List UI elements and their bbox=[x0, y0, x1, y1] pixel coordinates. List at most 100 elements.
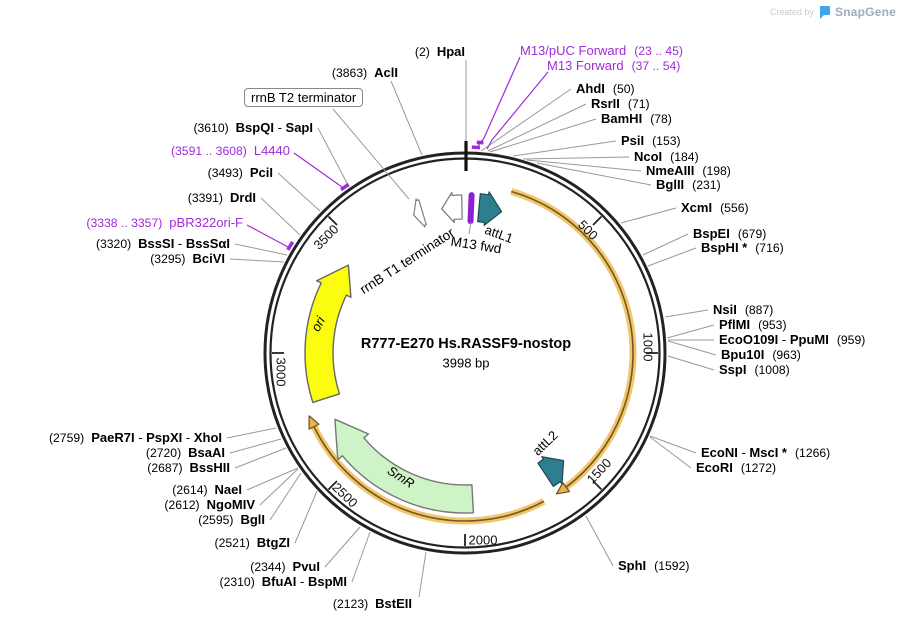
restriction-site-label: NmeAIII (198) bbox=[646, 163, 731, 179]
site-leader-line bbox=[324, 526, 361, 568]
site-name: SphI bbox=[618, 558, 647, 573]
site-name: EcoNI bbox=[701, 445, 738, 460]
site-leader-line bbox=[664, 309, 709, 318]
site-name: PciI bbox=[249, 165, 273, 180]
site-position: (2612) bbox=[164, 498, 200, 512]
site-name: BspMI bbox=[308, 574, 347, 589]
restriction-site-label: (3863)AclI bbox=[332, 65, 398, 81]
primer-label: M13 Forward(37 .. 54) bbox=[547, 58, 680, 74]
site-leader-line bbox=[246, 467, 299, 491]
orf-arc-arrowhead-2 bbox=[308, 415, 320, 430]
site-name: SapI bbox=[285, 120, 313, 135]
scale-tick bbox=[327, 480, 338, 491]
site-leader-line bbox=[666, 324, 715, 339]
site-position: (2521) bbox=[214, 536, 250, 550]
restriction-site-label: (3391)DrdI bbox=[188, 190, 256, 206]
scale-tick bbox=[592, 480, 603, 491]
site-leader-line bbox=[536, 162, 652, 186]
created-by-text: Created by bbox=[770, 7, 815, 17]
site-leader-line bbox=[259, 468, 299, 506]
site-name: HpaI bbox=[436, 44, 465, 59]
primer-range: (3591 .. 3608) bbox=[170, 144, 247, 158]
site-leader-line bbox=[418, 551, 427, 598]
site-position: (679) bbox=[737, 227, 767, 241]
orf-arc-core-1 bbox=[511, 190, 634, 488]
site-name: SspI bbox=[719, 362, 747, 377]
name-separator: - bbox=[737, 445, 750, 460]
restriction-site-label: (3610)BspQI - SapI bbox=[193, 120, 313, 136]
site-leader-line bbox=[642, 233, 689, 256]
site-position: (2595) bbox=[198, 513, 234, 527]
site-leader-line bbox=[649, 436, 692, 469]
site-position: (1272) bbox=[740, 461, 777, 475]
site-position: (2720) bbox=[145, 446, 182, 460]
site-leader-line bbox=[317, 127, 350, 188]
site-leader-line bbox=[294, 490, 318, 544]
site-name: AhdI bbox=[576, 81, 605, 96]
restriction-site-label: (3295)BciVI bbox=[150, 251, 225, 267]
site-leader-line bbox=[229, 258, 285, 263]
site-position: (2614) bbox=[172, 483, 208, 497]
primer-ring-mark bbox=[476, 140, 484, 145]
site-name: MscI * bbox=[749, 445, 787, 460]
site-leader-line bbox=[351, 531, 371, 583]
site-name: NmeAIII bbox=[646, 163, 695, 178]
site-position: (198) bbox=[702, 164, 731, 178]
site-position: (1266) bbox=[794, 446, 831, 460]
restriction-site-label: XcmI(556) bbox=[681, 200, 749, 216]
site-leader-line bbox=[229, 438, 282, 454]
primer-ring-mark bbox=[471, 145, 481, 150]
ori-arrow bbox=[304, 264, 352, 404]
restriction-site-label: RsrII(71) bbox=[591, 96, 650, 112]
site-leader-line bbox=[277, 172, 321, 212]
site-position: (963) bbox=[772, 348, 801, 362]
name-separator: - bbox=[778, 332, 790, 347]
snapgene-logo-icon bbox=[820, 5, 831, 19]
site-position: (3391) bbox=[187, 191, 223, 205]
primer-name: L4440 bbox=[253, 143, 290, 158]
site-name: BssSαI bbox=[185, 236, 230, 251]
primer-ring-mark bbox=[340, 182, 350, 192]
restriction-site-label: (3320)BssSI - BssSαI bbox=[96, 236, 230, 252]
site-position: (3863) bbox=[331, 66, 368, 80]
tick-label: 3000 bbox=[273, 357, 289, 387]
site-position: (2123) bbox=[332, 597, 369, 611]
site-name: NcoI bbox=[634, 149, 663, 164]
primer-name: pBR322ori-F bbox=[169, 215, 243, 230]
restriction-site-label: (2123) BstEII bbox=[333, 596, 412, 612]
site-position: (959) bbox=[836, 333, 866, 347]
site-name: RsrII bbox=[591, 96, 620, 111]
site-name: BspEI bbox=[693, 226, 730, 241]
site-name: PsiI bbox=[621, 133, 645, 148]
site-name: BssSI bbox=[138, 236, 175, 251]
site-name: BstEII bbox=[375, 596, 412, 611]
site-position: (78) bbox=[650, 112, 672, 126]
primer-leader-line bbox=[246, 224, 289, 248]
snapgene-brand-text: SnapGene bbox=[835, 5, 896, 19]
tick-label: 2000 bbox=[468, 532, 498, 548]
site-position: (3493) bbox=[207, 166, 243, 180]
restriction-site-label: (2720)BsaAI bbox=[146, 445, 225, 461]
rrnb-t2-arrow bbox=[413, 198, 427, 228]
primer-range: (37 .. 54) bbox=[631, 59, 681, 73]
site-name: BglII bbox=[656, 177, 685, 192]
plasmid-title: R777-E270 Hs.RASSF9-nostop bbox=[360, 336, 572, 352]
site-position: (716) bbox=[755, 241, 784, 255]
site-name: BspHI * bbox=[701, 240, 748, 255]
restriction-site-label: PflMI(953) bbox=[719, 317, 787, 333]
site-position: (2) bbox=[414, 45, 430, 59]
orf-arc-core-2 bbox=[313, 426, 545, 522]
site-leader-line bbox=[620, 207, 677, 224]
site-position: (887) bbox=[744, 303, 774, 317]
attl1-arrow bbox=[477, 191, 503, 226]
site-leader-line bbox=[647, 247, 697, 267]
site-name: PspXI bbox=[146, 430, 183, 445]
primer-label: M13/pUC Forward(23 .. 45) bbox=[520, 43, 683, 59]
site-leader-line bbox=[390, 80, 423, 156]
site-name: XcmI bbox=[681, 200, 713, 215]
site-name: BciVI bbox=[192, 251, 225, 266]
site-leader-line bbox=[269, 472, 302, 521]
restriction-site-label: (2344)PvuI bbox=[250, 559, 320, 575]
site-name: NsiI bbox=[713, 302, 737, 317]
site-leader-line bbox=[260, 197, 301, 236]
